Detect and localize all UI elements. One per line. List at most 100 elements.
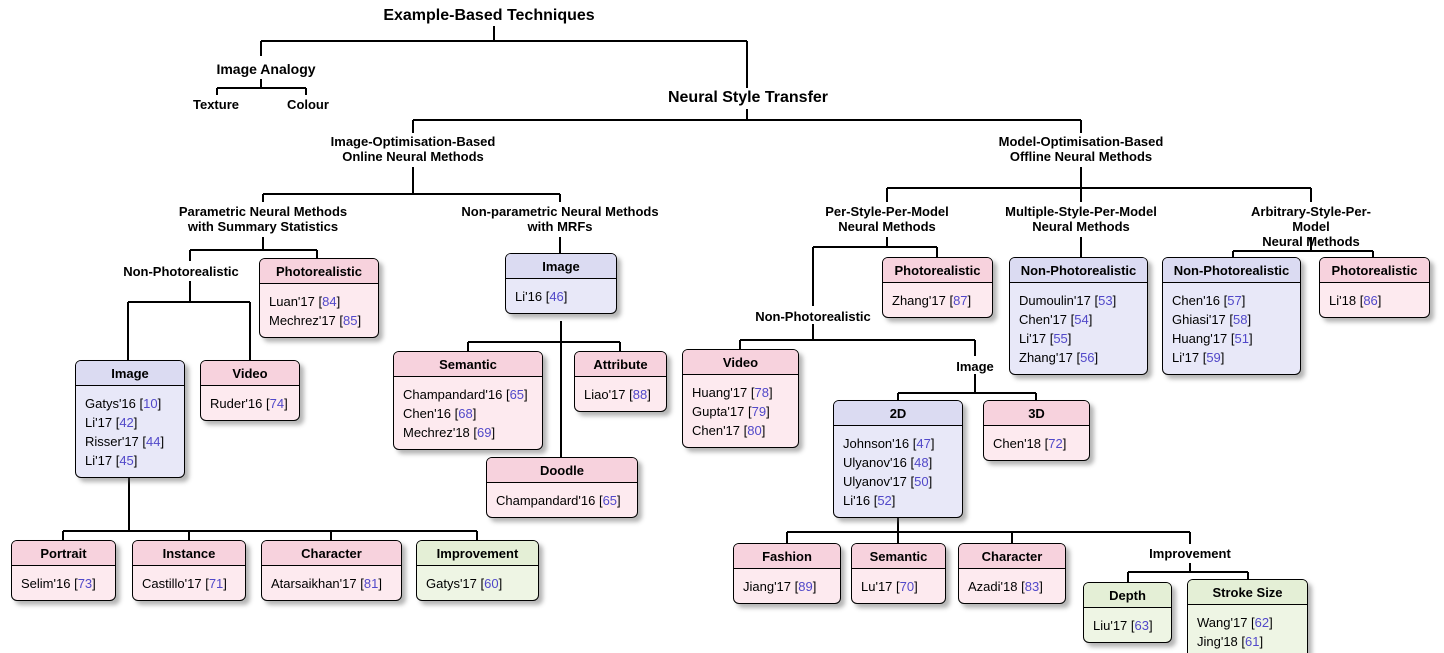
citation-bracket-open: [ — [873, 493, 878, 508]
citation-number: 69 — [477, 425, 492, 440]
citation-bracket-open: [ — [743, 423, 748, 438]
citation-bracket-open: [ — [115, 415, 120, 430]
citation-author: Chen'18 — [993, 436, 1042, 451]
citation-entry: Li'17 [45] — [85, 451, 175, 470]
citation-bracket-open: [ — [505, 387, 510, 402]
citation-bracket-close: ] — [1241, 293, 1246, 308]
citation-author: Azadi'18 — [968, 579, 1018, 594]
node-image-mrf-citations: Li'16 [46] — [506, 279, 616, 313]
node-image-online-title: Image — [76, 361, 184, 386]
node-character-per-style-title: Character — [959, 544, 1065, 569]
tree-label-arbitrary-style-per-model: Arbitrary-Style-Per-Model Neural Methods — [1251, 204, 1371, 249]
citation-bracket-open: [ — [115, 453, 120, 468]
citation-bracket-open: [ — [265, 396, 270, 411]
citation-entry: Li'17 [55] — [1019, 329, 1138, 348]
citation-number: 51 — [1234, 331, 1249, 346]
citation-entry: Champandard'16 [65] — [496, 491, 628, 510]
citation-entry: Ruder'16 [74] — [210, 394, 290, 413]
citation-number: 86 — [1363, 293, 1378, 308]
citation-bracket-close: ] — [1259, 634, 1264, 649]
node-photorealistic-online-title: Photorealistic — [260, 259, 378, 284]
citation-entry: Chen'17 [80] — [692, 421, 789, 440]
citation-author: Mechrez'18 — [403, 425, 470, 440]
citation-entry: Gatys'17 [60] — [426, 574, 529, 593]
citation-entry: Luan'17 [84] — [269, 292, 369, 311]
citation-number: 84 — [322, 294, 337, 309]
citation-number: 47 — [916, 436, 931, 451]
citation-bracket-close: ] — [92, 576, 96, 591]
citation-bracket-open: [ — [1094, 293, 1099, 308]
node-photorealistic-arbitrary-citations: Li'18 [86] — [1320, 283, 1429, 317]
citation-number: 46 — [549, 289, 564, 304]
node-video-online-citations: Ruder'16 [74] — [201, 386, 299, 420]
tree-label-multiple-style-per-model: Multiple-Style-Per-Model Neural Methods — [1005, 204, 1157, 234]
tree-label-neural-style-transfer: Neural Style Transfer — [667, 89, 829, 106]
citation-author: Chen'17 — [692, 423, 741, 438]
citation-entry: Huang'17 [51] — [1172, 329, 1291, 348]
citation-bracket-close: ] — [766, 404, 770, 419]
node-video-online-title: Video — [201, 361, 299, 386]
citation-author: Ruder'16 — [210, 396, 263, 411]
citation-bracket-close: ] — [472, 406, 477, 421]
citation-author: Gupta'17 — [692, 404, 745, 419]
citation-number: 42 — [119, 415, 134, 430]
citation-bracket-open: [ — [1223, 293, 1228, 308]
citation-entry: Jing'18 [61] — [1197, 632, 1298, 651]
citation-number: 68 — [458, 406, 473, 421]
citation-bracket-close: ] — [491, 425, 496, 440]
citation-author: Ulyanov'16 — [843, 455, 907, 470]
citation-number: 63 — [1134, 618, 1150, 633]
citation-number: 85 — [343, 313, 358, 328]
node-video-per-style-citations: Huang'17 [78]Gupta'17 [79]Chen'17 [80] — [683, 375, 798, 447]
citation-bracket-open: [ — [318, 294, 323, 309]
citation-entry: Azadi'18 [83] — [968, 577, 1056, 596]
node-fashion-citations: Jiang'17 [89] — [734, 569, 840, 603]
citation-entry: Huang'17 [78] — [692, 383, 789, 402]
citation-author: Luan'17 — [269, 294, 315, 309]
citation-bracket-open: [ — [205, 576, 209, 591]
citation-bracket-close: ] — [812, 579, 817, 594]
node-non-photorealistic-multiple-title: Non-Photorealistic — [1010, 258, 1147, 283]
citation-bracket-close: ] — [336, 294, 341, 309]
citation-bracket-close: ] — [563, 289, 568, 304]
node-non-photorealistic-arbitrary-title: Non-Photorealistic — [1163, 258, 1300, 283]
citation-author: Ulyanov'17 — [843, 474, 907, 489]
citation-author: Chen'16 — [403, 406, 452, 421]
citation-number: 71 — [208, 576, 224, 591]
node-stroke-size-title: Stroke Size — [1188, 580, 1307, 605]
citation-bracket-open: [ — [629, 387, 633, 402]
tree-label-image-optimisation: Image-Optimisation-Based Online Neural M… — [330, 134, 496, 164]
citation-number: 56 — [1080, 350, 1095, 365]
citation-entry: Dumoulin'17 [53] — [1019, 291, 1138, 310]
citation-bracket-close: ] — [1088, 312, 1093, 327]
citation-number: 89 — [798, 579, 813, 594]
node-character-online-title: Character — [262, 541, 401, 566]
citation-entry: Jiang'17 [89] — [743, 577, 831, 596]
citation-bracket-close: ] — [928, 455, 933, 470]
citation-author: Chen'17 — [1019, 312, 1068, 327]
citation-bracket-close: ] — [1062, 436, 1067, 451]
citation-number: 80 — [747, 423, 762, 438]
citation-bracket-open: [ — [794, 579, 799, 594]
citation-entry: Li'17 [42] — [85, 413, 175, 432]
citation-number: 65 — [509, 387, 525, 402]
node-attribute-citations: Liao'17 [88] — [575, 377, 666, 411]
node-character-online-citations: Atarsaikhan'17 [81] — [262, 566, 401, 600]
citation-bracket-open: [ — [896, 579, 900, 594]
citation-author: Chen'16 — [1172, 293, 1221, 308]
citation-bracket-open: [ — [949, 293, 954, 308]
citation-bracket-open: [ — [139, 396, 144, 411]
tree-label-parametric: Parametric Neural Methods with Summary S… — [178, 204, 348, 234]
node-photorealistic-online-citations: Luan'17 [84]Mechrez'17 [85] — [260, 284, 378, 337]
citation-author: Selim'16 — [21, 576, 71, 591]
